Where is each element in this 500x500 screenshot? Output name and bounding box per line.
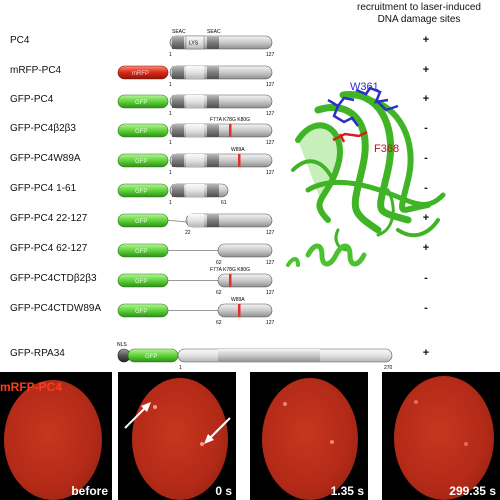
recruitment-result: + — [422, 64, 430, 76]
recruitment-result: - — [424, 182, 428, 194]
construct-row-gfp-pc4-1-61: GFP-PC4 1-61 - — [0, 180, 500, 200]
tick-label: 1 — [169, 140, 172, 146]
construct-name: GFP-PC4W89A — [10, 153, 81, 164]
tick-label: 127 — [266, 320, 275, 326]
tick-label: 62 — [216, 260, 222, 266]
damage-spot — [464, 442, 468, 446]
tick-label: 1 — [169, 170, 172, 176]
construct-name: mRFP-PC4 — [10, 65, 62, 76]
micro-panel-1-35s: 1.35 s — [250, 372, 368, 500]
damage-spot — [153, 405, 157, 409]
micro-panel-before: mRFP-PC4 before — [0, 372, 112, 500]
tick-label: 1 — [169, 82, 172, 88]
tick-label: 1 — [169, 200, 172, 206]
tick-label: 62 — [216, 290, 222, 296]
micro-panel-0s: 0 s — [118, 372, 236, 500]
pc4-crystal-structure-ribbon: W361 F368 — [286, 81, 446, 267]
construct-name: GFP-PC4CTDβ2β3 — [10, 273, 97, 284]
tick-label: 127 — [266, 170, 275, 176]
nucleus — [394, 376, 494, 500]
recruitment-result: + — [422, 93, 430, 105]
damage-spot — [200, 442, 204, 446]
time-label: 299.35 s — [449, 484, 496, 498]
tick-label: 1 — [169, 52, 172, 58]
nucleus — [4, 380, 102, 500]
recruitment-result: + — [422, 212, 430, 224]
micro-title: mRFP-PC4 — [0, 380, 63, 394]
construct-row-gfp-pc4-b2b3: GFP-PC4β2β3 - — [0, 120, 500, 140]
recruitment-result: + — [422, 34, 430, 46]
damage-spot — [330, 440, 334, 444]
arrow-icon — [124, 402, 151, 429]
tick-label: 127 — [266, 230, 275, 236]
recruitment-result: - — [424, 152, 428, 164]
time-label: before — [71, 484, 108, 498]
tick-label: 270 — [384, 365, 393, 370]
construct-row-mrfp-pc4: mRFP-PC4 + — [0, 62, 500, 82]
micro-panel-299-35s: 299.35 s — [382, 372, 500, 500]
tick-label: 127 — [266, 260, 275, 266]
tick-label: 1 — [169, 111, 172, 117]
construct-name: GFP-PC4 22-127 — [10, 213, 88, 224]
construct-name: GFP-PC4β2β3 — [10, 123, 76, 134]
recruitment-result: + — [422, 347, 430, 359]
construct-name: GFP-PC4 62-127 — [10, 243, 88, 254]
recruitment-result: - — [424, 122, 428, 134]
header-line-2: DNA damage sites — [377, 14, 461, 25]
tick-label: 127 — [266, 52, 275, 58]
recruitment-result: + — [422, 242, 430, 254]
construct-name: PC4 — [10, 35, 30, 46]
tick-label: 127 — [266, 82, 275, 88]
tick-label: 127 — [266, 140, 275, 146]
tick-label: 127 — [266, 290, 275, 296]
construct-row-gfp-pc4ctd-b2b3: GFP-PC4CTDβ2β3 - — [0, 270, 500, 290]
construct-row-gfp-pc4-22-127: GFP-PC4 22-127 + — [0, 210, 500, 230]
arrow-icon — [204, 417, 231, 444]
tick-label: 127 — [266, 111, 275, 117]
time-label: 0 s — [215, 484, 232, 498]
tick-label: 61 — [221, 200, 227, 206]
construct-row-pc4: PC4 + — [0, 32, 500, 52]
nucleus — [262, 378, 358, 500]
recruitment-result: - — [424, 272, 428, 284]
residue-label-w361: W361 — [350, 81, 379, 93]
header-line-1: recruitment to laser-induced — [357, 2, 481, 13]
construct-name: GFP-RPA34 — [10, 348, 65, 359]
recruitment-header: recruitment to laser-induced DNA damage … — [340, 2, 498, 26]
time-label: 1.35 s — [330, 484, 364, 498]
construct-row-gfp-pc4ctd-w89a: GFP-PC4CTDW89A - — [0, 300, 500, 320]
damage-spot — [414, 400, 418, 404]
construct-name: GFP-PC4 — [10, 94, 54, 105]
construct-row-gfp-rpa34: GFP-RPA34 + — [0, 345, 500, 365]
recruitment-result: - — [424, 302, 428, 314]
tick-label: 1 — [179, 365, 182, 370]
residue-label-f368: F368 — [374, 143, 399, 155]
microscopy-time-series: mRFP-PC4 before 0 s 1.35 s 299.35 s — [0, 372, 500, 500]
construct-row-gfp-pc4-w89a: GFP-PC4W89A - — [0, 150, 500, 170]
construct-name: GFP-PC4CTDW89A — [10, 303, 102, 314]
construct-name: GFP-PC4 1-61 — [10, 183, 77, 194]
tick-label: 62 — [216, 320, 222, 326]
construct-row-gfp-pc4: GFP-PC4 + — [0, 91, 500, 111]
damage-spot — [283, 402, 287, 406]
tick-label: 22 — [185, 230, 191, 236]
construct-row-gfp-pc4-62-127: GFP-PC4 62-127 + — [0, 240, 500, 260]
